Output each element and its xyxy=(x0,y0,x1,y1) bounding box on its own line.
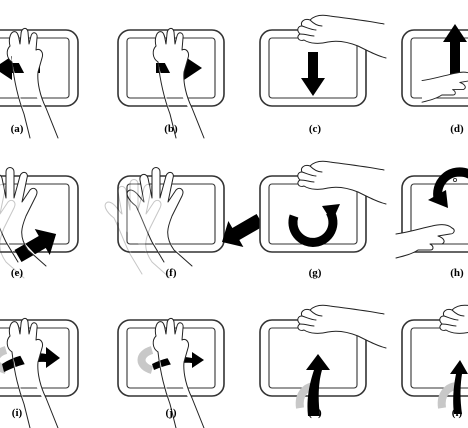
gesture-panel-h xyxy=(395,167,468,259)
down-arrow xyxy=(301,52,325,96)
panel-label: (l) xyxy=(452,407,463,419)
left-arrow xyxy=(0,56,40,80)
gesture-panel-l xyxy=(401,304,468,414)
gesture-panel-b xyxy=(117,27,225,139)
panel-label: (c) xyxy=(309,123,322,135)
panel-label: (a) xyxy=(11,123,24,135)
counterclockwise-rotate-arrow xyxy=(428,167,468,208)
gesture-panel-a xyxy=(0,27,79,139)
up-arrow xyxy=(443,24,467,74)
flip-up-arrow xyxy=(437,360,468,414)
gesture-panel-j xyxy=(117,317,225,428)
flip-up-arrow xyxy=(295,354,330,416)
panel-label: (b) xyxy=(164,123,178,135)
panel-label: (h) xyxy=(450,267,464,279)
up-right-arrow xyxy=(14,229,57,263)
down-left-arrow xyxy=(222,213,264,247)
gesture-panel-d xyxy=(401,24,468,107)
panel-label: (e) xyxy=(11,267,24,279)
panel-label: (d) xyxy=(450,123,464,135)
panel-label: (j) xyxy=(166,407,177,419)
panel-label: (f) xyxy=(166,267,177,279)
clockwise-rotate-arrow xyxy=(288,204,340,247)
panel-label: (i) xyxy=(12,407,23,419)
gesture-panel-g xyxy=(259,160,387,253)
panel-label: (g) xyxy=(309,267,322,279)
gesture-panel-i xyxy=(0,317,79,428)
gesture-panel-f xyxy=(104,167,264,279)
gesture-panel-c xyxy=(259,14,387,107)
gesture-panel-k xyxy=(259,304,387,416)
gesture-panel-e xyxy=(0,167,79,279)
panel-label: (k) xyxy=(308,407,322,419)
